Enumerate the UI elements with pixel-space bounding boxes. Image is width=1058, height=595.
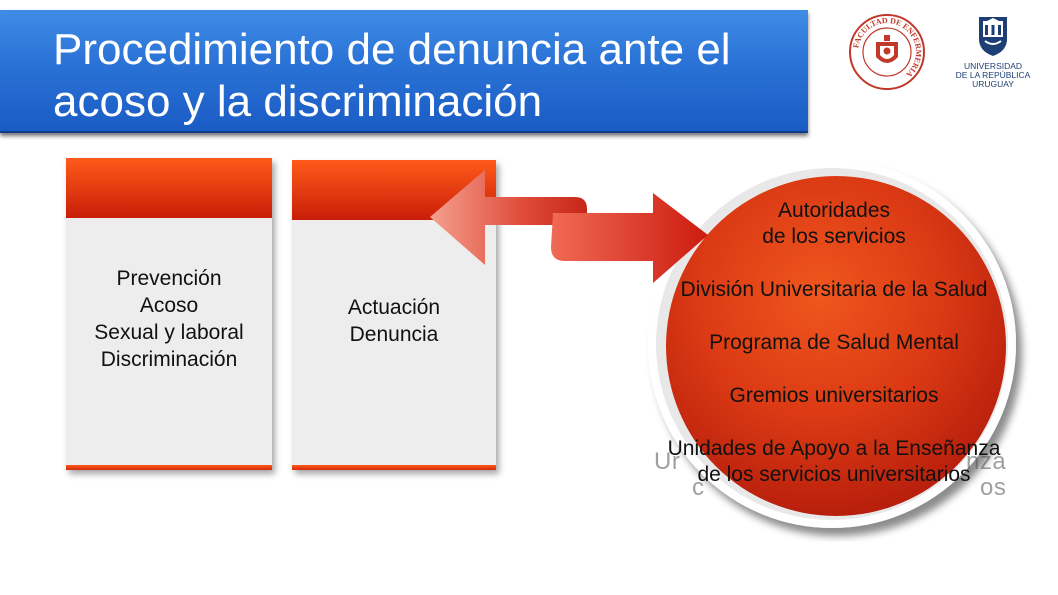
card-header-band xyxy=(66,158,272,218)
card-line: Acoso xyxy=(139,294,199,317)
ghost-text: os xyxy=(980,474,1007,501)
stakeholder-item: Autoridades xyxy=(777,199,891,222)
udelar-line-2: DE LA REPÚBLICA xyxy=(955,70,1031,80)
stakeholder-item: Unidades de Apoyo a la Enseñanza xyxy=(667,437,1001,460)
card-line: Denuncia xyxy=(349,323,439,346)
actuation-card-text: Actuación Denuncia xyxy=(292,294,496,348)
title-bar: Procedimiento de denuncia ante el acoso … xyxy=(0,10,808,133)
udelar-line-1: UNIVERSIDAD xyxy=(963,61,1023,71)
stakeholder-item: de los servicios xyxy=(762,225,906,248)
ghost-text: c xyxy=(692,474,705,501)
prevention-card: Prevención Acoso Sexual y laboral Discri… xyxy=(66,158,272,470)
page-title: Procedimiento de denuncia ante el acoso … xyxy=(53,24,803,128)
stakeholder-item: División Universitaria de la Salud xyxy=(680,278,988,301)
udelar-line-3: URUGUAY xyxy=(972,79,1014,89)
card-line: Actuación xyxy=(347,296,441,319)
prevention-card-text: Prevención Acoso Sexual y laboral Discri… xyxy=(66,265,272,373)
ghost-text: Ur xyxy=(654,448,681,475)
udelar-crest-icon xyxy=(979,17,1007,56)
card-footer-band xyxy=(66,465,272,470)
page-title-line-1: Procedimiento de denuncia ante el xyxy=(53,25,731,74)
card-line: Discriminación xyxy=(100,348,238,371)
stakeholder-item: Programa de Salud Mental xyxy=(709,331,959,354)
page-title-line-2: acoso y la discriminación xyxy=(53,77,543,126)
stakeholders-list: Ur nza c os Autoridades de los servicios… xyxy=(636,158,1032,542)
double-headed-arrow-icon xyxy=(425,165,715,295)
facultad-enfermeria-seal-icon: FACULTAD DE ENFERMERIA xyxy=(848,13,926,91)
stakeholder-item: de los servicios universitarios xyxy=(697,463,971,486)
card-line: Prevención xyxy=(116,267,222,290)
card-line: Sexual y laboral xyxy=(94,321,244,344)
udelar-logo: UNIVERSIDAD DE LA REPÚBLICA URUGUAY xyxy=(955,13,1031,93)
card-footer-band xyxy=(292,465,496,470)
ghost-text: nza xyxy=(966,448,1007,475)
stakeholder-item: Gremios universitarios xyxy=(729,384,939,407)
stakeholders-circle xyxy=(636,158,1032,542)
